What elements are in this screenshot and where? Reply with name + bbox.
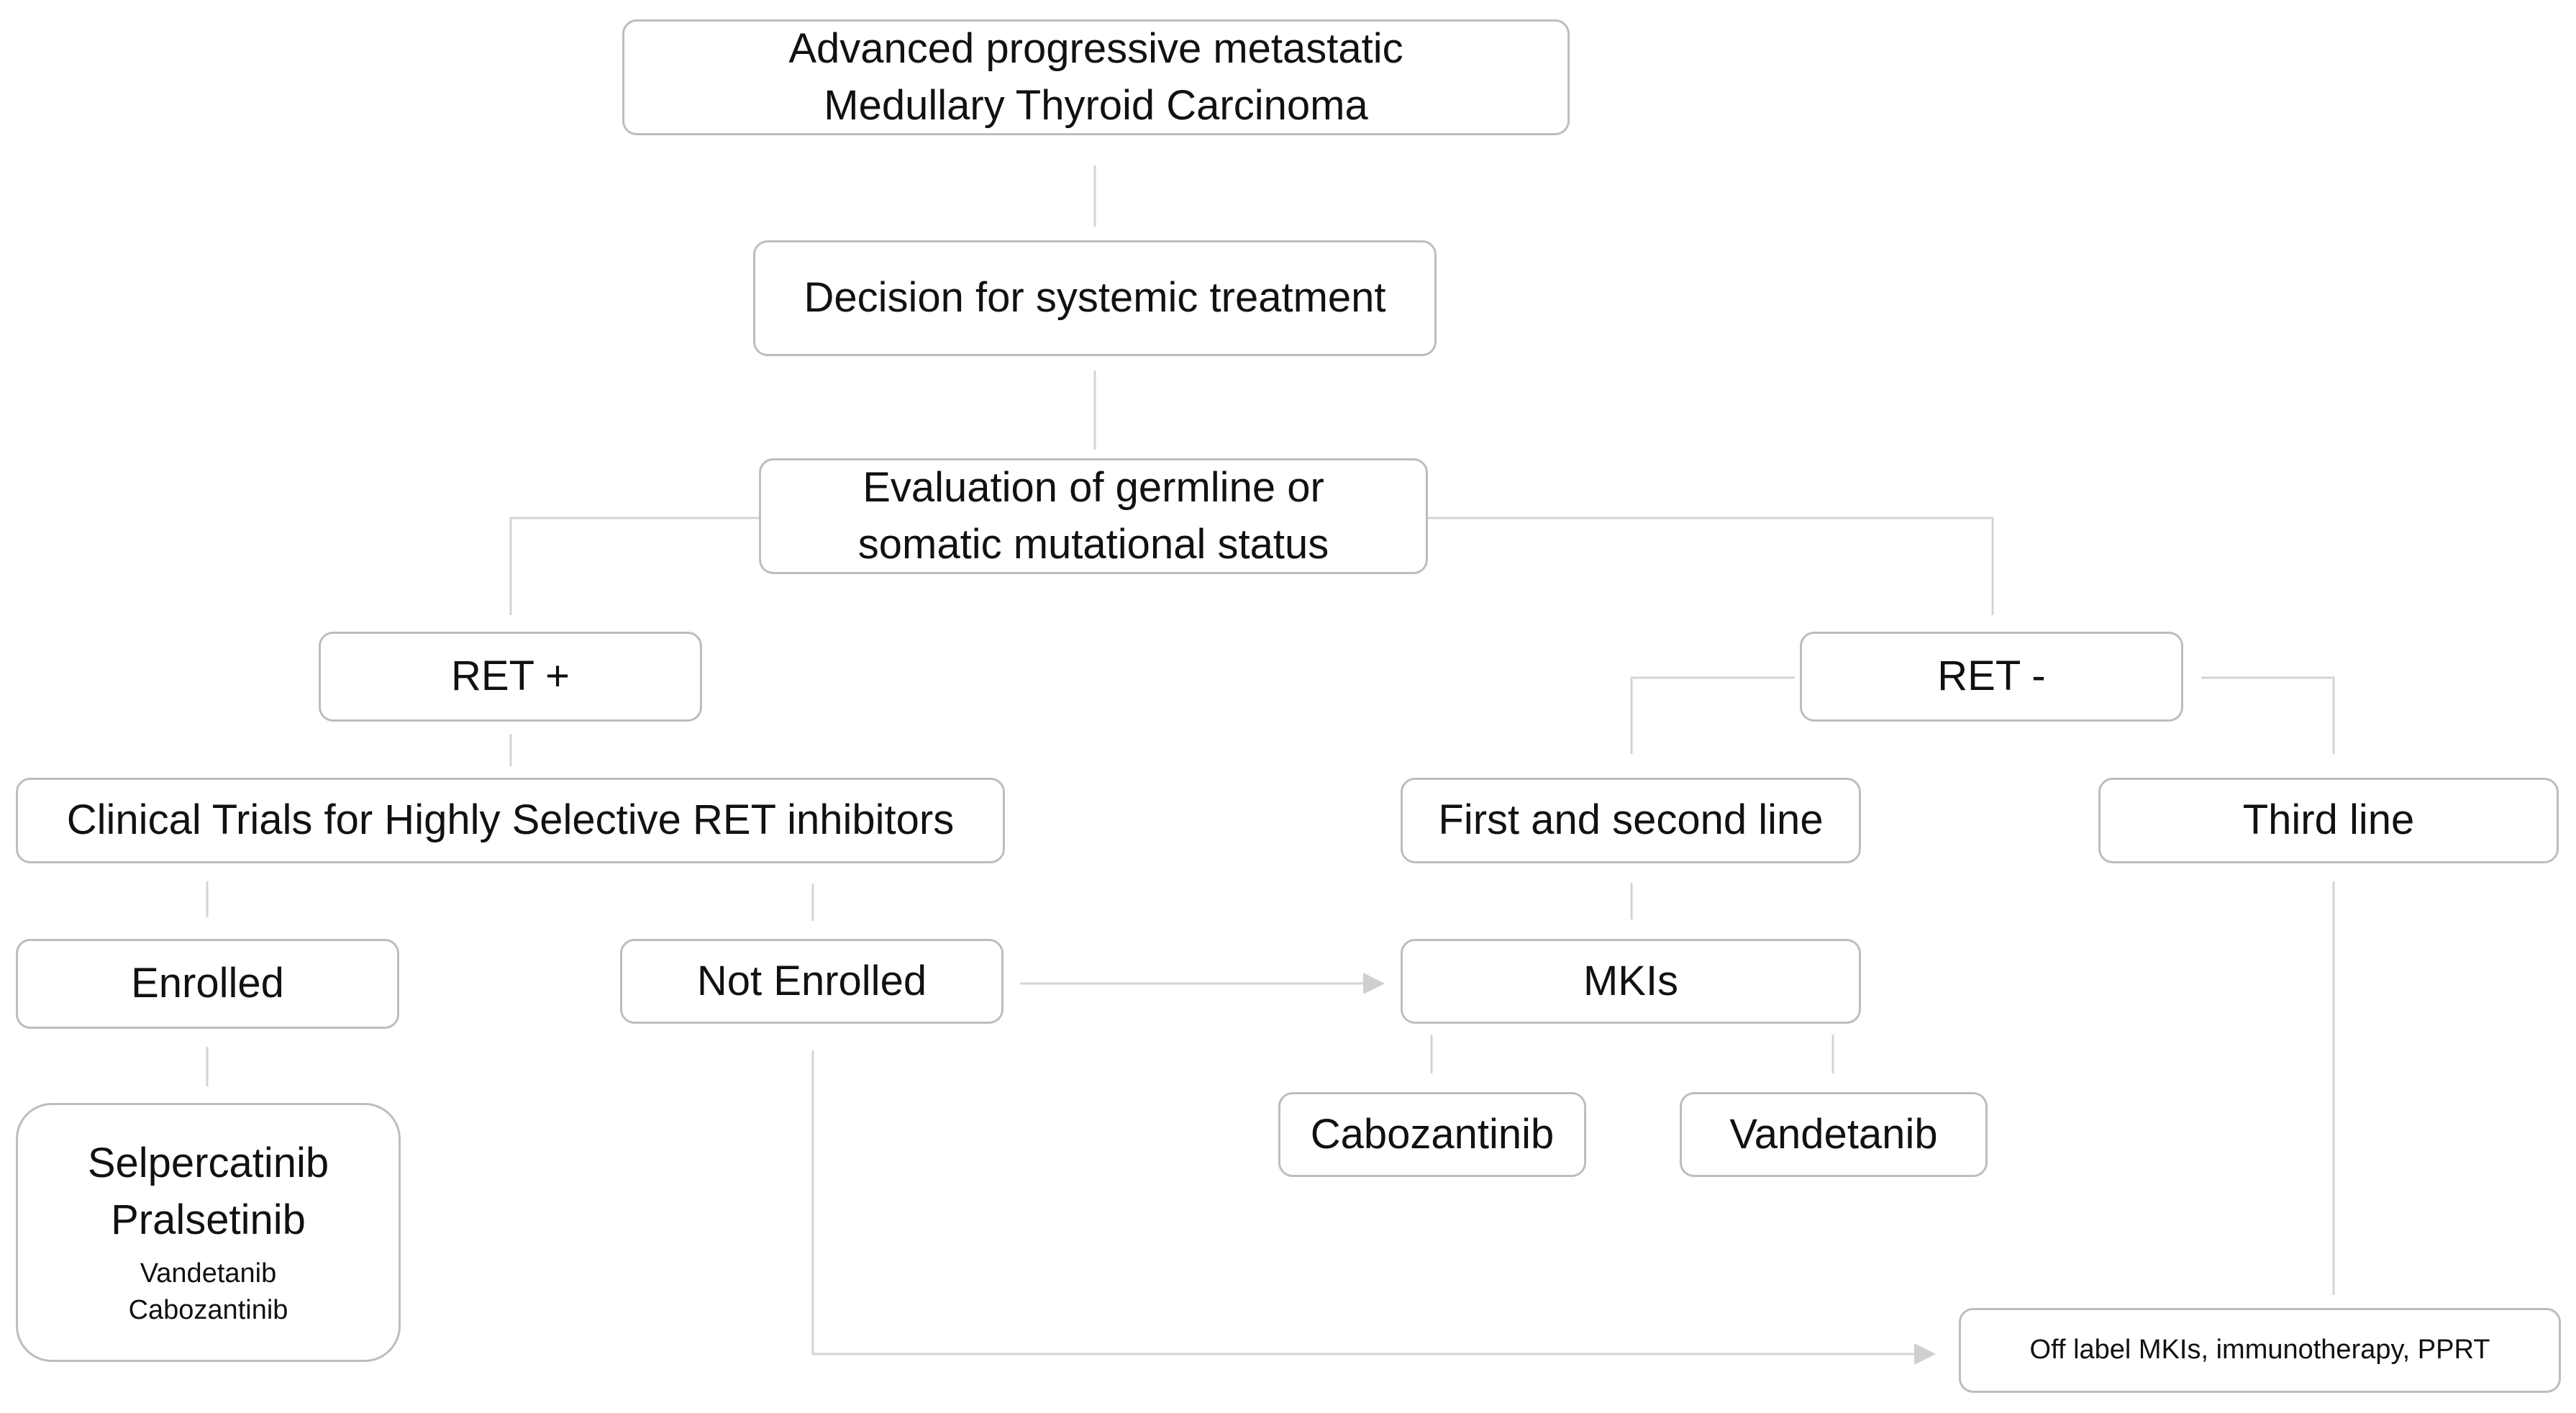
connector-ret-neg-third	[2201, 676, 2335, 754]
node-enrolled-drugs: Selpercatinib Pralsetinib Vandetanib Cab…	[16, 1103, 401, 1362]
node-ret-positive-label: RET +	[451, 653, 570, 700]
node-mkis-label: MKIs	[1583, 957, 1679, 1004]
node-evaluation-line2: somatic mutational status	[857, 520, 1329, 568]
node-first-second-line: First and second line	[1401, 778, 1861, 863]
node-enrolled: Enrolled	[16, 939, 399, 1029]
node-third-line-label: Third line	[2242, 796, 2415, 844]
node-not-enrolled: Not Enrolled	[620, 939, 1003, 1024]
node-clinical-trials: Clinical Trials for Highly Selective RET…	[16, 778, 1005, 863]
node-not-enrolled-label: Not Enrolled	[696, 957, 927, 1004]
drug-pralsetinib: Pralsetinib	[111, 1196, 306, 1243]
node-clinical-trials-label: Clinical Trials for Highly Selective RET…	[66, 796, 955, 844]
node-off-label-label: Off label MKIs, immunotherapy, PPRT	[2029, 1335, 2490, 1366]
drug-cabozantinib-secondary: Cabozantinib	[128, 1295, 288, 1326]
node-mkis: MKIs	[1401, 939, 1861, 1024]
node-vandetanib: Vandetanib	[1680, 1092, 1988, 1177]
node-ret-negative-label: RET -	[1937, 653, 2046, 700]
node-off-label-therapies: Off label MKIs, immunotherapy, PPRT	[1959, 1308, 2561, 1393]
connector-evaluation-ret-pos	[509, 517, 759, 615]
node-enrolled-label: Enrolled	[131, 960, 284, 1007]
node-ret-negative: RET -	[1800, 632, 2183, 722]
drug-selpercatinib: Selpercatinib	[87, 1140, 329, 1187]
node-ret-positive: RET +	[319, 632, 702, 722]
node-advanced-mtc: Advanced progressive metastatic Medullar…	[622, 19, 1570, 135]
node-cabozantinib-label: Cabozantinib	[1310, 1110, 1555, 1158]
connector-evaluation-ret-neg	[1428, 517, 1994, 615]
node-cabozantinib: Cabozantinib	[1278, 1092, 1586, 1177]
arrow-not-enrolled-offlabel	[811, 1050, 1936, 1365]
drug-vandetanib-secondary: Vandetanib	[140, 1258, 277, 1289]
node-evaluation-line1: Evaluation of germline or	[863, 464, 1324, 512]
node-decision-label: Decision for systemic treatment	[804, 274, 1386, 322]
node-first-second-line-label: First and second line	[1438, 796, 1824, 844]
node-advanced-mtc-line2: Medullary Thyroid Carcinoma	[824, 81, 1368, 129]
node-third-line: Third line	[2098, 778, 2559, 863]
node-evaluation-mutational-status: Evaluation of germline or somatic mutati…	[759, 458, 1428, 574]
node-vandetanib-label: Vandetanib	[1729, 1110, 1938, 1158]
node-decision-systemic-treatment: Decision for systemic treatment	[753, 240, 1437, 356]
node-advanced-mtc-line1: Advanced progressive metastatic	[788, 25, 1403, 73]
connector-ret-neg-first	[1630, 676, 1795, 754]
